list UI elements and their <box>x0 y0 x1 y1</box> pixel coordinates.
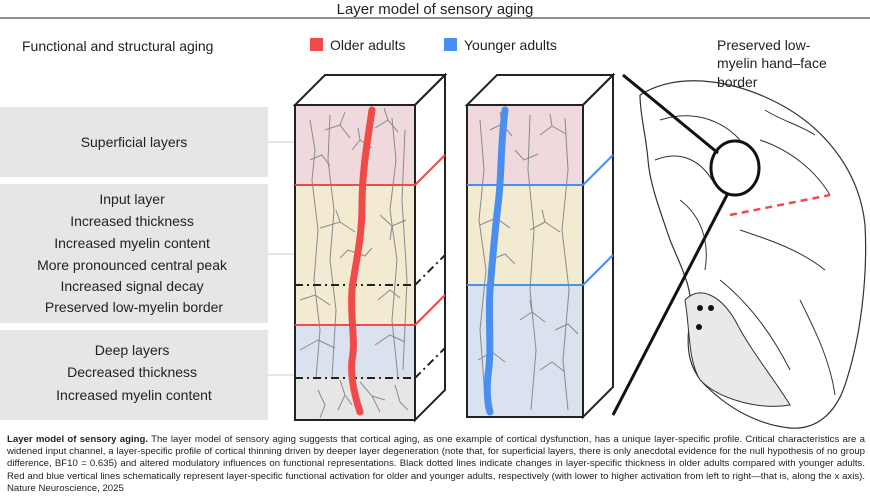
zoom-line-top <box>622 73 719 155</box>
older-activation-line <box>348 106 376 416</box>
brain-dot <box>696 324 702 330</box>
panel-superficial <box>0 107 268 177</box>
hand-face-border-line <box>729 193 831 217</box>
younger-activation-line <box>483 106 509 416</box>
brain-label: Preserved low- myelin hand–face border <box>717 37 831 90</box>
subtitle: Functional and structural aging <box>22 38 213 54</box>
legend-younger-label: Younger adults <box>464 37 557 53</box>
younger-input-layer <box>467 185 583 285</box>
layer-panels: Superficial layers Input layer Increased… <box>0 107 295 420</box>
zoom-line-bottom <box>611 192 730 416</box>
panel-input <box>0 184 268 323</box>
younger-adults-block <box>464 72 616 420</box>
brain-drawing <box>639 80 867 429</box>
panel-superficial-text: Superficial layers <box>81 134 188 150</box>
legend-younger-swatch <box>444 38 457 51</box>
caption-body: The layer model of sensory aging suggest… <box>7 434 865 494</box>
legend-older-swatch <box>310 38 323 51</box>
older-adults-block <box>292 72 448 423</box>
caption-lead: Layer model of sensory aging. <box>7 434 148 445</box>
panel-deep <box>0 330 268 420</box>
brain-dot <box>708 305 714 311</box>
hand-face-border-highlight <box>709 139 761 197</box>
figure-caption: Layer model of sensory aging. The layer … <box>7 434 865 495</box>
figure: Layer model of sensory aging Functional … <box>0 1 870 429</box>
legend-older-label: Older adults <box>330 37 405 53</box>
figure-title: Layer model of sensory aging <box>337 1 534 18</box>
brain-dot <box>697 305 703 311</box>
younger-superficial-layer <box>467 105 583 185</box>
panel-input-text: Input layer Increased thickness Increase… <box>37 191 231 315</box>
panel-deep-text: Deep layers Decreased thickness Increase… <box>56 342 212 403</box>
legend: Older adults Younger adults <box>310 37 557 53</box>
